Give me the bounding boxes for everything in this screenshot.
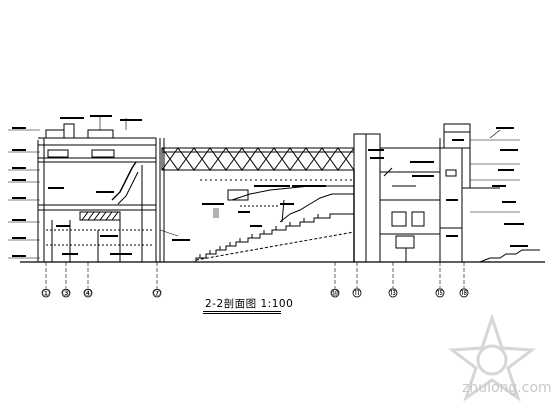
- svg-text:⑱: ⑱: [459, 288, 468, 299]
- caption-underline: [203, 311, 281, 312]
- right-building-block: [353, 123, 540, 263]
- grid-bubble-4: ④: [83, 288, 93, 299]
- roof-truss: [159, 138, 355, 262]
- grid-bubble-1: ①: [41, 288, 51, 299]
- svg-text:⑮: ⑮: [435, 288, 444, 299]
- grid-bubble-15: ⑮: [435, 288, 444, 299]
- svg-text:⑩: ⑩: [331, 289, 339, 299]
- left-annotations: [8, 115, 190, 259]
- watermark-text: zhulong.com: [462, 380, 552, 396]
- svg-text:①: ①: [42, 289, 50, 299]
- grid-bubble-13: ⑬: [388, 288, 397, 299]
- drawing-caption: 2-2剖面图 1:100: [205, 298, 294, 310]
- zhulong-logo-icon: [447, 313, 537, 402]
- svg-text:③: ③: [62, 289, 70, 299]
- grid-bubbles: ① ③ ④ ⑦ ⑩ ⑪ ⑬ ⑮ ⑱: [41, 288, 469, 299]
- grid-bubble-7: ⑦: [152, 288, 162, 299]
- caption-underline-2: [203, 313, 281, 314]
- grid-bubble-10: ⑩: [330, 288, 340, 299]
- svg-text:⑦: ⑦: [153, 289, 161, 299]
- svg-text:⑪: ⑪: [352, 288, 361, 299]
- grid-lines: [45, 262, 465, 288]
- grid-bubble-18: ⑱: [459, 288, 468, 299]
- svg-text:⑬: ⑬: [388, 288, 397, 299]
- svg-text:④: ④: [84, 289, 92, 299]
- auditorium: [164, 170, 355, 263]
- grid-bubble-11: ⑪: [352, 288, 361, 299]
- grid-bubble-3: ③: [61, 288, 71, 299]
